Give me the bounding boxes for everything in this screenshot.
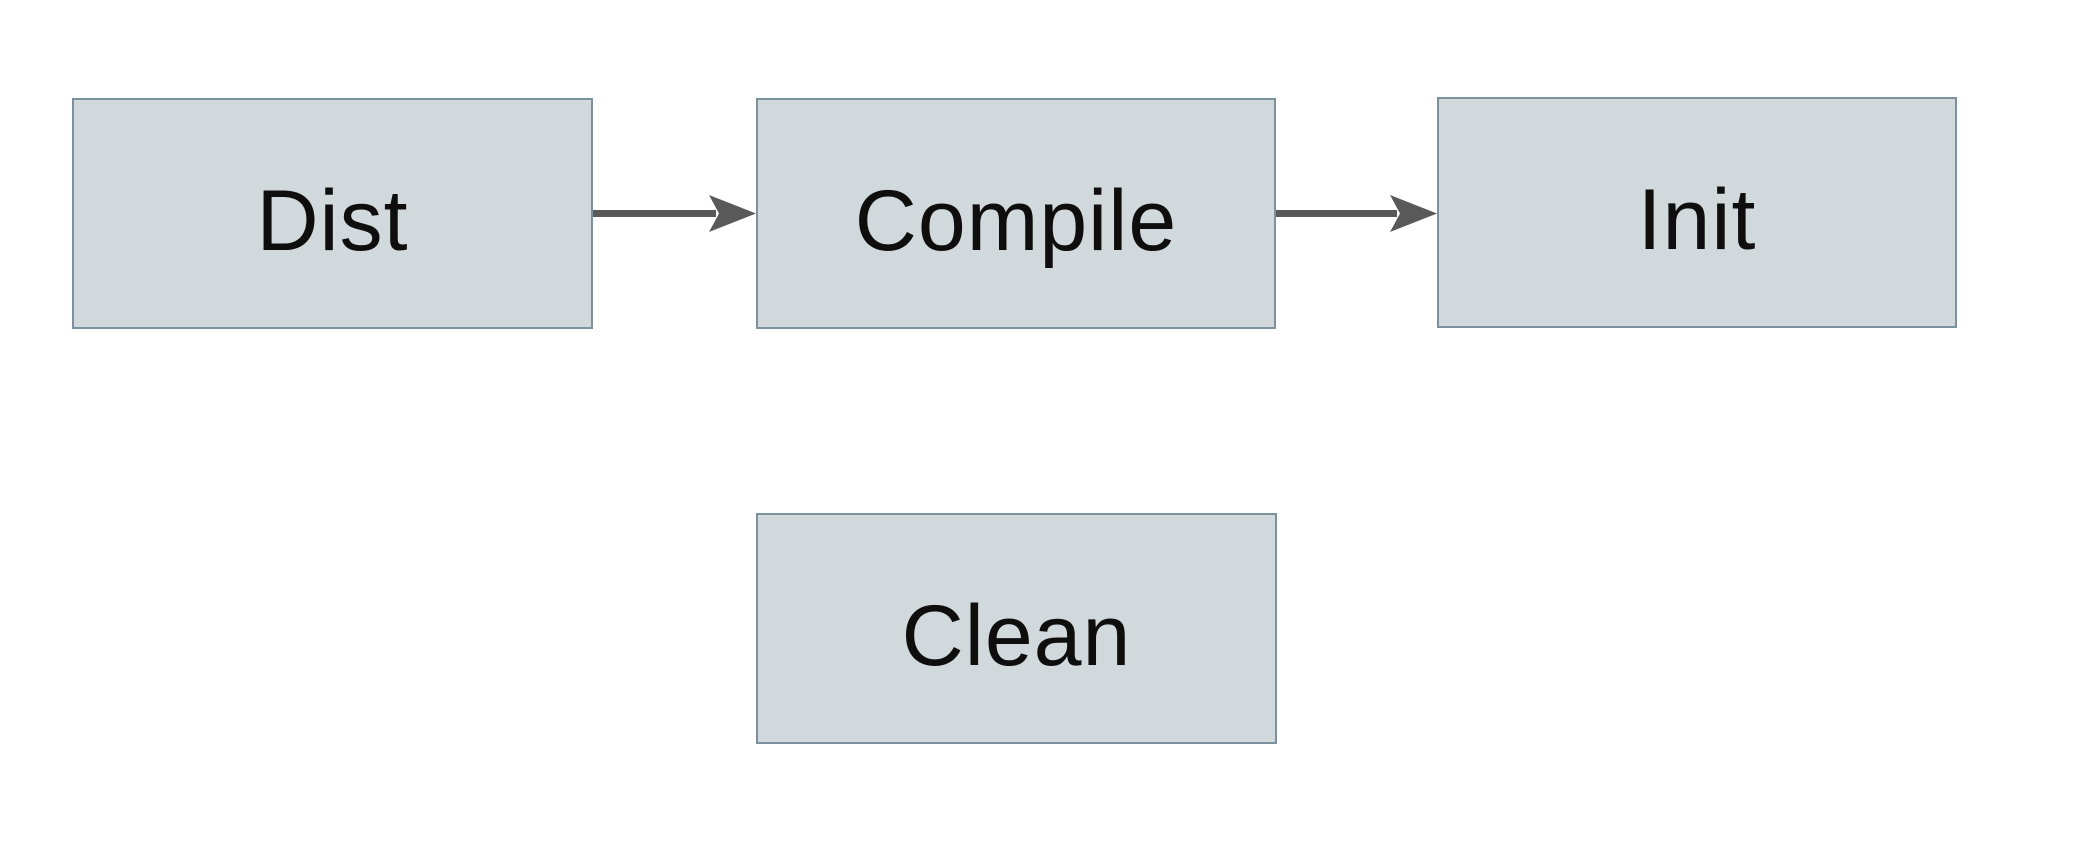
node-clean[interactable]: Clean bbox=[756, 513, 1277, 744]
node-init[interactable]: Init bbox=[1437, 97, 1957, 328]
arrow-compile-to-init-icon bbox=[1276, 195, 1437, 232]
node-compile[interactable]: Compile bbox=[756, 98, 1276, 329]
node-clean-label: Clean bbox=[901, 587, 1132, 684]
arrow-dist-to-compile-icon bbox=[593, 195, 756, 232]
node-compile-label: Compile bbox=[854, 172, 1178, 269]
node-init-label: Init bbox=[1637, 171, 1757, 268]
node-dist[interactable]: Dist bbox=[72, 98, 593, 329]
node-dist-label: Dist bbox=[256, 172, 409, 269]
